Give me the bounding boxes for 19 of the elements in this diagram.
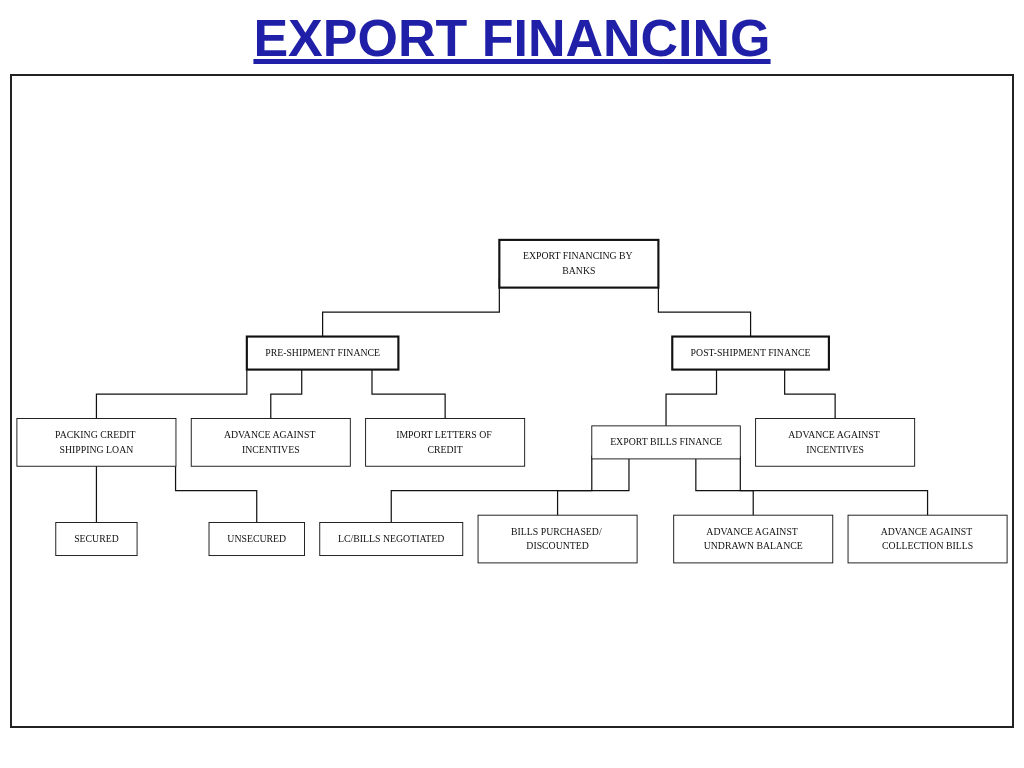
node-box: LC/BILLS NEGOTIATED [319, 521, 464, 556]
diagram-title: EXPORT FINANCING [252, 8, 772, 68]
node-box: EXPORT FINANCING BY BANKS [498, 238, 660, 289]
node-box: UNSECURED [208, 521, 305, 556]
connector [695, 457, 754, 516]
node-box: ADVANCE AGAINST INCENTIVES [190, 417, 351, 467]
node-box: IMPORT LETTERS OF CREDIT [365, 417, 526, 467]
node-box: ADVANCE AGAINST INCENTIVES [755, 417, 916, 467]
connector [95, 465, 98, 523]
node-box: ADVANCE AGAINST UNDRAWN BALANCE [673, 514, 834, 563]
node-box: BILLS PURCHASED/ DISCOUNTED [477, 514, 638, 563]
node-box: SECURED [55, 521, 138, 556]
node-box: POST-SHIPMENT FINANCE [671, 335, 830, 371]
connector [174, 465, 258, 523]
node-box: PRE-SHIPMENT FINANCE [245, 335, 400, 371]
node-box: EXPORT BILLS FINANCE [591, 425, 741, 459]
node-box: PACKING CREDIT SHIPPING LOAN [16, 417, 177, 467]
connector [556, 457, 630, 516]
node-box: ADVANCE AGAINST COLLECTION BILLS [847, 514, 1008, 563]
